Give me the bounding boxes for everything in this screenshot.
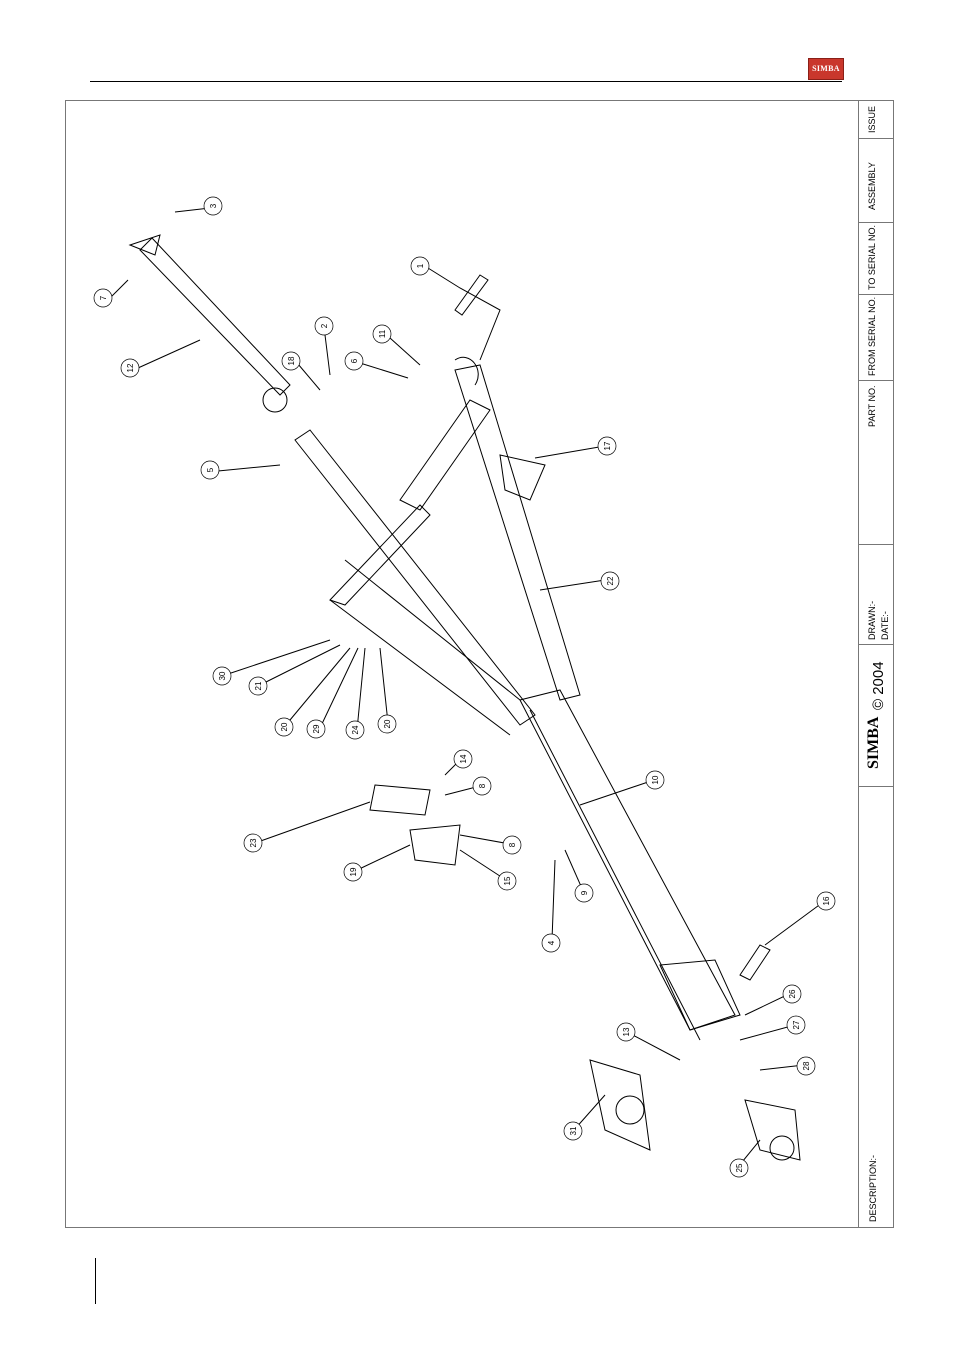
- svg-text:25: 25: [735, 1163, 744, 1172]
- svg-text:12: 12: [126, 363, 135, 372]
- callout-20a: 20: [275, 718, 293, 736]
- callout-26: 26: [783, 985, 801, 1003]
- callout-17: 17: [598, 437, 616, 455]
- callout-18: 18: [282, 352, 300, 370]
- callout-23: 23: [244, 834, 262, 852]
- callout-6: 6: [345, 352, 363, 370]
- svg-text:8: 8: [508, 842, 517, 847]
- callout-16: 16: [817, 892, 835, 910]
- svg-text:8: 8: [478, 783, 487, 788]
- callout-14: 14: [454, 750, 472, 768]
- svg-text:11: 11: [378, 329, 387, 338]
- callout-12: 12: [121, 359, 139, 377]
- callout-15: 15: [498, 872, 516, 890]
- svg-text:29: 29: [312, 724, 321, 733]
- callout-22: 22: [601, 572, 619, 590]
- svg-text:24: 24: [351, 725, 360, 734]
- svg-text:18: 18: [287, 356, 296, 365]
- callout-3: 3: [204, 197, 222, 215]
- callout-4: 4: [542, 934, 560, 952]
- svg-text:10: 10: [651, 775, 660, 784]
- callout-24: 24: [346, 721, 364, 739]
- callout-13: 13: [617, 1023, 635, 1041]
- svg-text:13: 13: [622, 1027, 631, 1036]
- svg-text:20: 20: [280, 722, 289, 731]
- svg-text:16: 16: [822, 896, 831, 905]
- callout-27: 27: [787, 1016, 805, 1034]
- svg-text:30: 30: [218, 671, 227, 680]
- callout-bubbles: 3 7 12 1 2 18 11 6 5 17 22 30 21 20 29 2…: [94, 197, 835, 1177]
- svg-text:17: 17: [603, 441, 612, 450]
- svg-text:23: 23: [249, 838, 258, 847]
- svg-text:7: 7: [99, 295, 108, 300]
- svg-text:31: 31: [569, 1126, 578, 1135]
- svg-text:28: 28: [802, 1061, 811, 1070]
- callout-5: 5: [201, 461, 219, 479]
- callout-7: 7: [94, 289, 112, 307]
- callout-9: 9: [575, 884, 593, 902]
- svg-text:20: 20: [383, 719, 392, 728]
- callout-1: 1: [411, 257, 429, 275]
- svg-text:1: 1: [416, 263, 425, 268]
- drawbar-frame: [110, 208, 826, 1167]
- callout-29: 29: [307, 720, 325, 738]
- callout-8b: 8: [503, 836, 521, 854]
- callout-25: 25: [730, 1159, 748, 1177]
- svg-text:6: 6: [350, 358, 359, 363]
- svg-text:15: 15: [503, 876, 512, 885]
- callout-19: 19: [344, 863, 362, 881]
- callout-2: 2: [315, 317, 333, 335]
- svg-text:21: 21: [254, 681, 263, 690]
- svg-text:4: 4: [547, 940, 556, 945]
- callout-31: 31: [564, 1122, 582, 1140]
- svg-text:14: 14: [459, 754, 468, 763]
- callout-8a: 8: [473, 777, 491, 795]
- svg-text:9: 9: [580, 890, 589, 895]
- callout-10: 10: [646, 771, 664, 789]
- svg-text:19: 19: [349, 867, 358, 876]
- callout-21: 21: [249, 677, 267, 695]
- svg-text:22: 22: [606, 576, 615, 585]
- svg-text:3: 3: [209, 203, 218, 208]
- svg-text:2: 2: [320, 323, 329, 328]
- callout-11: 11: [373, 325, 391, 343]
- svg-text:26: 26: [788, 989, 797, 998]
- callout-28: 28: [797, 1057, 815, 1075]
- svg-text:27: 27: [792, 1020, 801, 1029]
- callout-30: 30: [213, 667, 231, 685]
- svg-text:5: 5: [206, 467, 215, 472]
- callout-20b: 20: [378, 715, 396, 733]
